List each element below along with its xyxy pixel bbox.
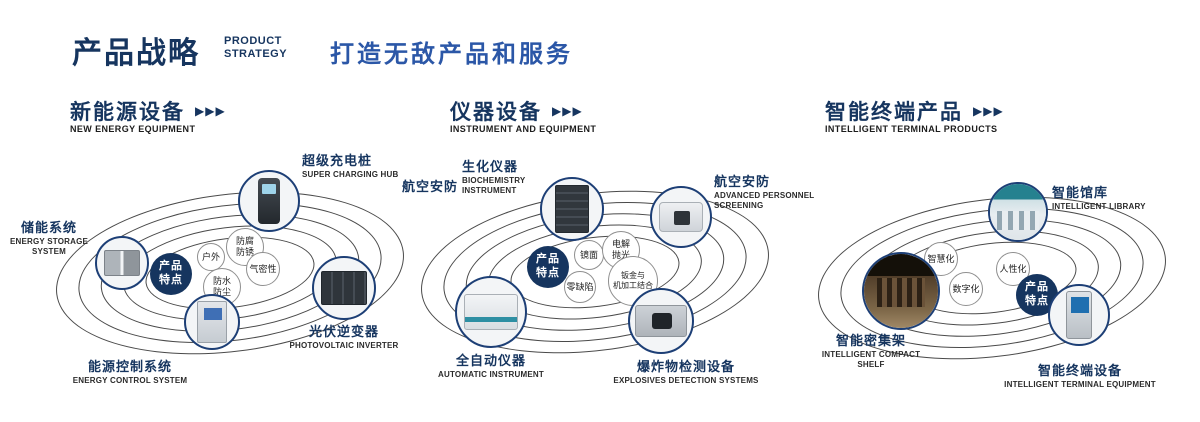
product-name-en: SUPER CHARGING HUB <box>302 169 399 179</box>
section-title-row: 新能源设备 ▶▶▶ <box>70 96 226 126</box>
automatic-instrument-image <box>455 276 527 348</box>
super-charging-hub-label: 超级充电桩 SUPER CHARGING HUB <box>302 152 420 180</box>
section-title-en: INSTRUMENT AND EQUIPMENT <box>450 124 597 134</box>
intelligent-compact-shelf-image <box>862 252 940 330</box>
feature-bubble: 零缺陷 <box>564 271 596 303</box>
energy-control-system-label: 能源控制系统 ENERGY CONTROL SYSTEM <box>52 358 208 386</box>
control-cabinet-graphic <box>197 301 227 343</box>
product-name-cn: 智能馆库 <box>1052 185 1109 200</box>
biochemistry-instrument-image <box>540 177 604 241</box>
section-title: 智能终端产品 <box>825 101 963 124</box>
feature-bubble: 数字化 <box>949 272 983 306</box>
energy-storage-label: 储能系统 ENERGY STORAGE SYSTEM <box>6 219 92 257</box>
page-title-en-line2: STRATEGY <box>224 48 288 61</box>
personnel-screening-image <box>650 186 712 248</box>
instrument-rack-graphic <box>555 185 589 233</box>
product-name-cn: 光伏逆变器 <box>308 324 379 339</box>
product-name-en: EXPLOSIVES DETECTION SYSTEMS <box>613 375 759 385</box>
product-name-cn: 爆炸物检测设备 <box>636 359 735 374</box>
triple-arrow-icon: ▶▶▶ <box>973 104 1004 118</box>
feature-bubble: 户外 <box>197 243 225 271</box>
xray-machine-graphic <box>635 305 687 337</box>
product-features-badge: 产品 特点 <box>150 253 192 295</box>
product-name-cn: 生化仪器 <box>462 159 519 174</box>
section-title-row: 仪器设备 ▶▶▶ <box>450 96 583 126</box>
explosives-detection-image <box>628 288 694 354</box>
library-interior-graphic <box>990 184 1046 240</box>
product-name-cn: 能源控制系统 <box>87 359 172 374</box>
super-charging-hub-image <box>238 170 300 232</box>
inverter-cabinet-graphic <box>321 271 367 305</box>
personnel-screening-label: 航空安防 ADVANCED PERSONNEL SCREENING <box>714 173 832 211</box>
product-name-cn: 智能终端设备 <box>1037 363 1122 378</box>
triple-arrow-icon: ▶▶▶ <box>195 104 226 118</box>
page-subtitle: 打造无敌产品和服务 <box>330 41 573 68</box>
triple-arrow-icon: ▶▶▶ <box>552 104 583 118</box>
intelligent-library-image <box>988 182 1048 242</box>
photovoltaic-inverter-image <box>312 256 376 320</box>
intelligent-compact-shelf-label: 智能密集架 INTELLIGENT COMPACT SHELF <box>806 332 936 370</box>
page-title-en-line1: PRODUCT <box>224 35 282 47</box>
feature-bubble: 镜面 <box>574 240 604 270</box>
feature-bubble: 气密性 <box>246 252 280 286</box>
product-name-en: INTELLIGENT LIBRARY <box>1052 201 1146 211</box>
intelligent-library-label: 智能馆库 INTELLIGENT LIBRARY <box>1052 184 1170 212</box>
section-title-en: NEW ENERGY EQUIPMENT <box>70 124 196 134</box>
section-title-en: INTELLIGENT TERMINAL PRODUCTS <box>825 124 998 134</box>
compact-shelf-graphic <box>864 254 938 328</box>
page-title-en: PRODUCT STRATEGY <box>224 35 287 61</box>
product-name-en: ADVANCED PERSONNEL SCREENING <box>714 190 815 210</box>
biochemistry-instrument-label: 生化仪器 BIOCHEMISTRY INSTRUMENT <box>462 158 554 196</box>
intelligent-terminal-equipment-label: 智能终端设备 INTELLIGENT TERMINAL EQUIPMENT <box>998 362 1162 390</box>
product-name-cn: 储能系统 <box>20 220 77 235</box>
page-title: 产品战略 <box>72 37 200 70</box>
product-name-en: ENERGY STORAGE SYSTEM <box>9 236 89 256</box>
product-features-badge: 产品 特点 <box>527 246 569 288</box>
intelligent-terminal-equipment-image <box>1048 284 1110 346</box>
photovoltaic-inverter-label: 光伏逆变器 PHOTOVOLTAIC INVERTER <box>280 323 408 351</box>
section-title: 新能源设备 <box>70 101 185 124</box>
energy-storage-image <box>95 236 149 290</box>
product-name-en: ENERGY CONTROL SYSTEM <box>72 375 188 385</box>
explosives-detection-label: 爆炸物检测设备 EXPLOSIVES DETECTION SYSTEMS <box>596 358 776 386</box>
kiosk-terminal-graphic <box>1066 291 1092 339</box>
section-title: 仪器设备 <box>450 101 542 124</box>
product-name-cn: 超级充电桩 <box>302 153 373 168</box>
product-name-cn: 智能密集架 <box>835 333 906 348</box>
product-name-en: INTELLIGENT COMPACT SHELF <box>821 349 921 369</box>
storage-cabinet-graphic <box>104 250 140 276</box>
screening-machine-graphic <box>659 202 703 232</box>
section-title-row: 智能终端产品 ▶▶▶ <box>825 96 1004 126</box>
product-name-en: PHOTOVOLTAIC INVERTER <box>289 340 399 350</box>
product-name-en: BIOCHEMISTRY INSTRUMENT <box>462 175 526 195</box>
aviation-security-side-label: 航空安防 <box>402 179 459 194</box>
product-name-en: AUTOMATIC INSTRUMENT <box>438 369 544 379</box>
energy-control-system-image <box>184 294 240 350</box>
product-name-cn: 航空安防 <box>714 174 771 189</box>
automatic-instrument-label: 全自动仪器 AUTOMATIC INSTRUMENT <box>425 352 557 380</box>
product-name-en: INTELLIGENT TERMINAL EQUIPMENT <box>1004 379 1156 389</box>
charging-pile-graphic <box>258 178 280 224</box>
analyzer-machine-graphic <box>464 294 518 330</box>
product-name-cn: 全自动仪器 <box>455 353 526 368</box>
